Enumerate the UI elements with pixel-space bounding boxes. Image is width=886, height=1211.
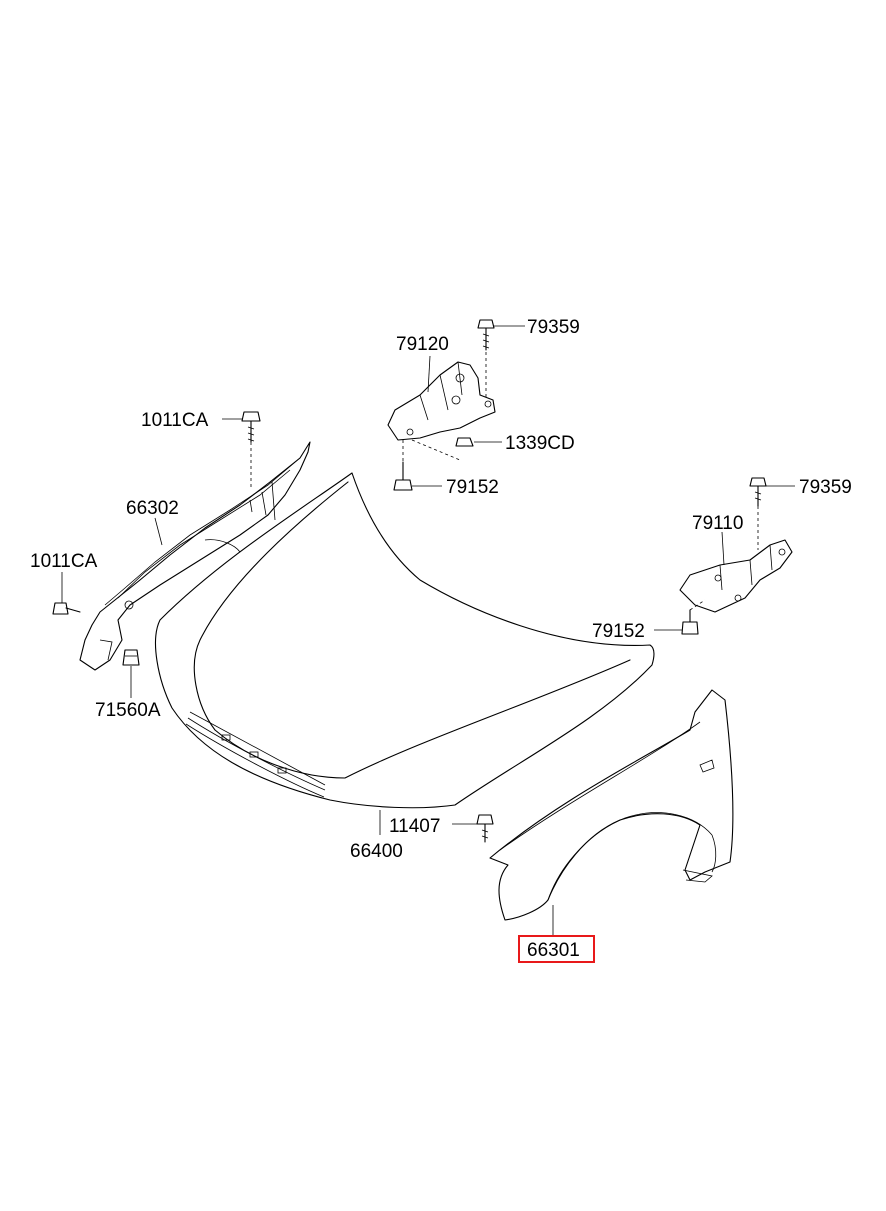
label-79359: 79359 <box>527 317 580 338</box>
panel-hole <box>124 600 134 610</box>
label-79110: 79110 <box>692 513 743 534</box>
bolt-79152-left <box>393 461 413 491</box>
nut-71560A <box>122 649 140 666</box>
hood-hinge-left <box>387 361 496 441</box>
label-66400: 66400 <box>350 841 403 862</box>
hood-hinge-right <box>679 539 793 613</box>
bolt-79359-right <box>749 477 767 507</box>
hinge-hole <box>451 395 461 405</box>
hood-clip <box>277 767 287 774</box>
hinge-hole <box>406 428 414 436</box>
side-seal-panel <box>79 441 311 671</box>
highlight-box <box>518 935 595 963</box>
hinge-hole <box>734 594 742 602</box>
hinge-hole <box>778 548 786 556</box>
label-79120: 79120 <box>396 334 449 355</box>
label-79359: 79359 <box>799 477 852 498</box>
bolt-1011CA-left <box>52 602 81 615</box>
part-labels: 79359 79120 1339CD 79152 1011CA 66302 10… <box>30 317 852 963</box>
label-11407: 11407 <box>389 816 440 837</box>
hood-clip <box>221 734 231 741</box>
bolt-79152-right <box>681 609 699 635</box>
bolt-1011CA-top <box>241 411 261 443</box>
bolt-79359-top <box>477 319 495 351</box>
bolt-11407 <box>476 814 494 843</box>
leader-lines <box>61 325 795 936</box>
label-79152: 79152 <box>446 477 499 498</box>
hood-clip <box>249 751 259 758</box>
label-71560A: 71560A <box>95 700 161 721</box>
label-1011CA: 1011CA <box>30 551 98 572</box>
hinge-hole <box>455 373 465 383</box>
hood-panel <box>154 472 655 809</box>
label-1011CA: 1011CA <box>141 410 209 431</box>
label-79152: 79152 <box>592 621 645 642</box>
nut-1339CD <box>455 437 474 447</box>
front-fender <box>489 689 734 921</box>
label-66302: 66302 <box>126 498 179 519</box>
label-66301: 66301 <box>527 940 580 961</box>
label-1339CD: 1339CD <box>505 433 575 454</box>
hinge-hole <box>714 574 722 582</box>
hinge-hole <box>484 400 492 408</box>
